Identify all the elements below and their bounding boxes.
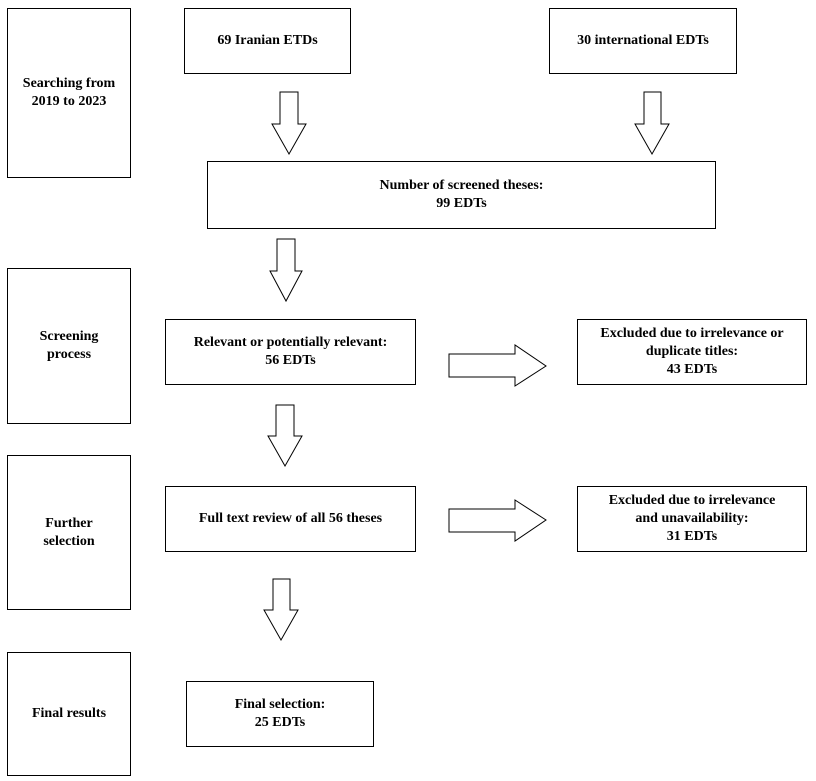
box-text: and unavailability:	[635, 511, 749, 526]
box-text: 30 international EDTs	[577, 33, 709, 48]
stage-searching: Searching from 2019 to 2023	[7, 8, 131, 178]
stage-label: 2019 to 2023	[31, 94, 107, 109]
right-arrow-excluded-2	[448, 499, 547, 542]
box-text: 43 EDTs	[666, 362, 718, 377]
down-arrow-relevant	[267, 404, 303, 468]
box-text: Excluded due to irrelevance	[608, 493, 776, 508]
box-international-edts: 30 international EDTs	[549, 8, 737, 74]
right-arrow-excluded-1	[448, 344, 547, 387]
box-text: Full text review of all 56 theses	[198, 511, 383, 526]
box-text: Excluded due to irrelevance or	[600, 326, 784, 341]
box-text: Relevant or potentially relevant:	[193, 335, 388, 350]
down-arrow-iranian	[271, 91, 307, 156]
stage-screening: Screening process	[7, 268, 131, 424]
box-text: 25 EDTs	[254, 715, 306, 730]
stage-label: selection	[43, 533, 95, 549]
stage-further-selection: Further selection	[7, 455, 131, 610]
box-excluded-irrelevance-unavailability: Excluded due to irrelevance and unavaila…	[577, 486, 807, 552]
box-text: duplicate titles:	[645, 344, 739, 359]
box-text: 31 EDTs	[666, 529, 718, 544]
down-arrow-full-text	[263, 578, 299, 642]
box-excluded-irrelevance-duplicates: Excluded due to irrelevance or duplicate…	[577, 319, 807, 385]
stage-final-results: Final results	[7, 652, 131, 776]
box-text: 69 Iranian ETDs	[217, 33, 318, 48]
box-text: Final selection:	[234, 697, 326, 712]
stage-label: process	[46, 347, 92, 362]
box-iranian-etds: 69 Iranian ETDs	[184, 8, 351, 74]
stage-label: Searching from	[22, 76, 116, 91]
box-relevant: Relevant or potentially relevant: 56 EDT…	[165, 319, 416, 385]
stage-label: Further	[45, 515, 93, 531]
down-arrow-international	[634, 91, 670, 156]
box-final-selection: Final selection: 25 EDTs	[186, 681, 374, 747]
down-arrow-screened	[269, 238, 303, 303]
stage-label: Final results	[31, 706, 107, 721]
box-text: 56 EDTs	[265, 353, 316, 368]
box-text: 99 EDTs	[436, 196, 487, 211]
box-full-text-review: Full text review of all 56 theses	[165, 486, 416, 552]
stage-label: Screening	[39, 329, 99, 344]
box-screened-theses: Number of screened theses: 99 EDTs	[207, 161, 716, 229]
box-text: Number of screened theses:	[379, 178, 544, 193]
